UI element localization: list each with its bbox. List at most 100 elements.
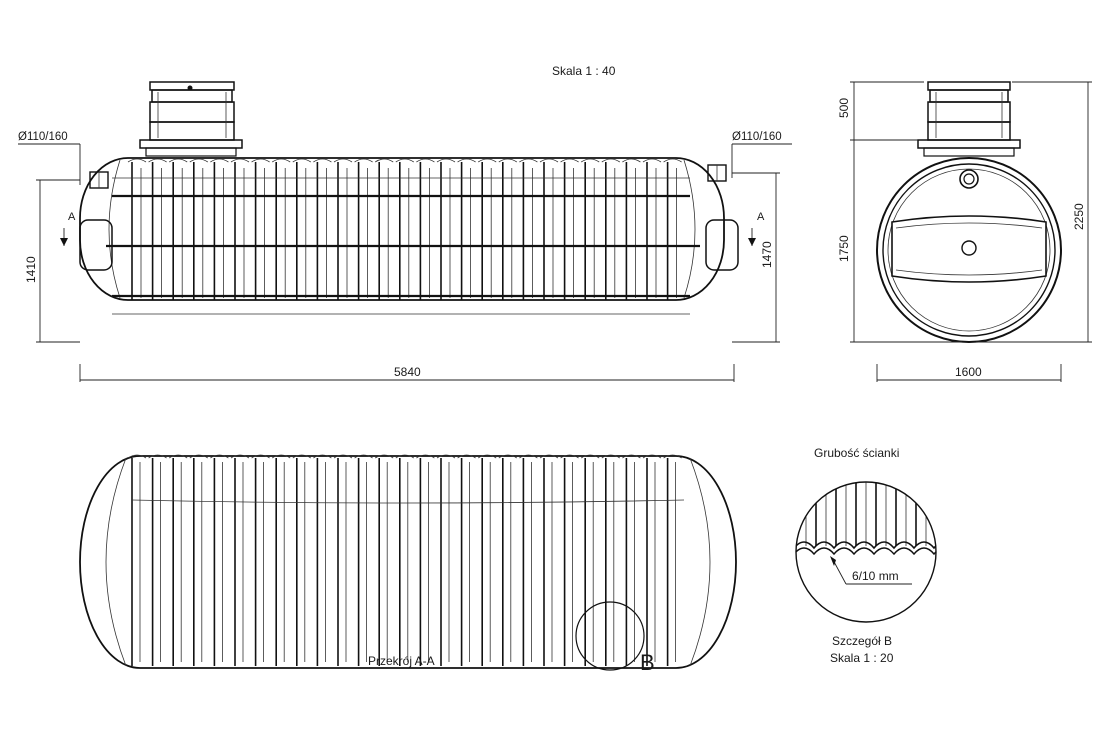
side-rib-cap <box>189 158 209 163</box>
section-rib-cap <box>642 454 662 459</box>
dim-riser-value: 500 <box>837 98 851 118</box>
detail-b-circle <box>575 601 645 671</box>
section-rib-cap <box>601 454 621 459</box>
section-rib-cap <box>457 454 476 459</box>
section-rib-cap <box>580 454 600 459</box>
section-marker-left-label: A <box>68 211 76 223</box>
dim-height-left-value: 1410 <box>24 256 38 283</box>
section-rib-cap <box>663 454 682 459</box>
side-rib-cap <box>663 158 682 163</box>
section-rib-cap <box>477 454 497 459</box>
section-rib-cap <box>374 454 394 459</box>
side-rib-cap <box>313 158 332 163</box>
dim-body-height-value: 1750 <box>837 235 851 262</box>
section-rib-cap <box>189 454 209 459</box>
section-rib-cap <box>395 454 415 459</box>
section-view-ribs <box>127 454 682 666</box>
section-rib-cap <box>333 454 353 459</box>
side-rib-cap <box>436 158 456 163</box>
section-rib-cap <box>354 454 373 459</box>
dim-height-right-value: 1470 <box>760 241 774 268</box>
wall-thickness-leader <box>830 556 912 585</box>
section-rib-cap <box>251 454 270 459</box>
section-rib-cap <box>313 454 332 459</box>
dim-height-right <box>732 172 780 343</box>
dim-height-left <box>36 179 80 343</box>
detail-title: Szczegół B <box>832 634 892 648</box>
wall-thickness-value: 6/10 mm <box>852 569 899 583</box>
section-rib-cap <box>436 454 456 459</box>
detail-wall-inner <box>796 547 936 556</box>
side-rib-cap <box>251 158 270 163</box>
pipe-left-label: Ø110/160 <box>18 131 68 143</box>
side-rib-cap <box>127 158 147 163</box>
detail-marker: B <box>640 650 655 675</box>
side-rib-cap <box>271 158 291 163</box>
dim-diameter-value: 1600 <box>955 365 982 379</box>
section-rib-cap <box>210 454 229 459</box>
side-rib-cap <box>539 158 559 163</box>
side-rib-cap <box>210 158 229 163</box>
manhole-riser <box>139 81 243 157</box>
side-rib-cap <box>580 158 600 163</box>
section-rib-cap <box>560 454 579 459</box>
pipe-right-label: Ø110/160 <box>732 131 782 143</box>
section-rib-cap <box>519 454 538 459</box>
detail-scale: Skala 1 : 20 <box>830 651 894 665</box>
section-rib-cap <box>168 454 188 459</box>
side-rib-cap <box>395 158 415 163</box>
dim-diameter <box>876 364 1062 382</box>
side-rib-cap <box>642 158 662 163</box>
side-rib-cap <box>292 158 312 163</box>
end-view: 500 1750 2250 1600 <box>837 81 1092 382</box>
wall-thickness-title: Grubość ścianki <box>814 446 899 460</box>
side-rib-cap <box>333 158 353 163</box>
section-marker-right-label: A <box>757 211 765 223</box>
side-rib-cap <box>477 158 497 163</box>
section-rib-cap <box>416 454 435 459</box>
side-view: Ø110/160 Ø110/160 A A 1410 1470 <box>18 81 792 382</box>
detail-wall-outer <box>796 541 936 550</box>
side-rib-cap <box>230 158 250 163</box>
end-view-center-band <box>891 215 1047 283</box>
side-rib-cap <box>354 158 373 163</box>
section-rib-cap <box>622 454 641 459</box>
end-view-top-pipe <box>959 169 979 189</box>
right-end-bulge <box>705 219 739 271</box>
side-rib-cap <box>622 158 641 163</box>
dim-total-height-value: 2250 <box>1072 203 1086 230</box>
end-view-riser <box>917 81 1021 157</box>
section-label: Przekrój A-A <box>368 654 435 668</box>
side-view-ribs <box>127 158 682 300</box>
side-rib-cap <box>168 158 188 163</box>
dim-total-height <box>976 81 1092 343</box>
pipe-leaders <box>18 143 792 185</box>
dim-body-height <box>850 140 962 343</box>
dim-riser <box>850 81 924 141</box>
side-rib-cap <box>601 158 621 163</box>
side-rib-cap <box>148 158 167 163</box>
section-marker-right <box>748 228 756 246</box>
detail-b-view: Grubość ścianki 6/10 mm Szczegół B Skala… <box>795 446 937 665</box>
section-rib-cap <box>539 454 559 459</box>
section-rib-cap <box>148 454 167 459</box>
section-rib-cap <box>127 454 147 459</box>
side-rib-cap <box>416 158 435 163</box>
tank-body-side <box>79 157 725 301</box>
section-rib-cap <box>271 454 291 459</box>
section-rib-cap <box>498 454 518 459</box>
section-rib-cap <box>230 454 250 459</box>
section-marker-left <box>60 228 68 246</box>
side-rib-cap <box>457 158 476 163</box>
scale-label: Skala 1 : 40 <box>552 64 616 78</box>
section-rib-cap <box>292 454 312 459</box>
dim-length <box>79 364 735 382</box>
outlet-pipe <box>707 164 727 182</box>
side-rib-cap <box>374 158 394 163</box>
section-view: B Przekrój A-A <box>79 454 737 675</box>
side-rib-cap <box>560 158 579 163</box>
dim-length-value: 5840 <box>394 365 421 379</box>
side-rib-cap <box>498 158 518 163</box>
side-rib-cap <box>519 158 538 163</box>
